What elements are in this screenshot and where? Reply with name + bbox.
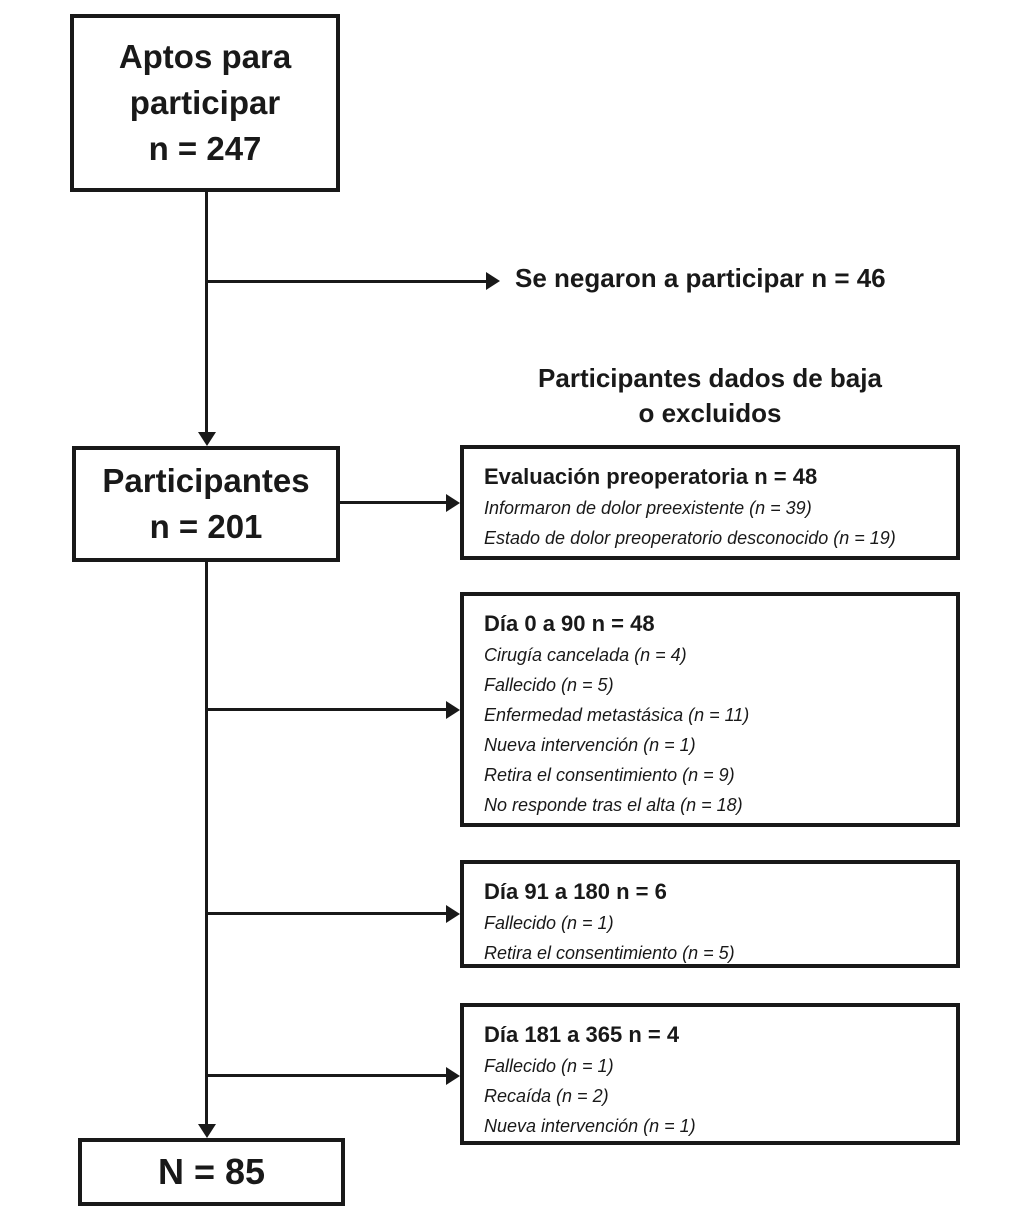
exclusion-item: Recaída (n = 2)	[484, 1086, 609, 1106]
exclusion-item: Enfermedad metastásica (n = 11)	[484, 705, 750, 725]
withdrawn-heading-line: o excluidos	[638, 398, 782, 428]
exclusion-box-title: Día 181 a 365 n = 4	[484, 1022, 680, 1047]
exclusion-box-preoperative: Evaluación preoperatoria n = 48 Informar…	[460, 445, 960, 560]
arrowhead-right-icon	[446, 1067, 460, 1085]
day181-365-connector	[205, 1074, 446, 1077]
arrowhead-down-icon	[198, 432, 216, 446]
exclusion-box-title: Día 0 a 90 n = 48	[484, 611, 655, 636]
exclusion-item: Fallecido (n = 1)	[484, 913, 614, 933]
day91-180-connector	[205, 912, 446, 915]
arrowhead-right-icon	[446, 701, 460, 719]
exclusion-box-day0-90: Día 0 a 90 n = 48 Cirugía cancelada (n =…	[460, 592, 960, 827]
arrowhead-right-icon	[446, 494, 460, 512]
exclusion-item: Fallecido (n = 5)	[484, 675, 614, 695]
refused-connector	[205, 280, 486, 283]
eligible-box: Aptos para participar n = 247	[70, 14, 340, 192]
exclusion-box-day181-365: Día 181 a 365 n = 4 Fallecido (n = 1) Re…	[460, 1003, 960, 1145]
exclusion-item: Nueva intervención (n = 1)	[484, 735, 696, 755]
exclusion-item: Cirugía cancelada (n = 4)	[484, 645, 687, 665]
exclusion-item: Nueva intervención (n = 1)	[484, 1116, 696, 1136]
spine-connector-top	[205, 192, 208, 432]
exclusion-item: Retira el consentimiento (n = 5)	[484, 943, 735, 963]
exclusion-item: Estado de dolor preoperatorio desconocid…	[484, 528, 896, 548]
exclusion-box-title: Evaluación preoperatoria n = 48	[484, 464, 818, 489]
withdrawn-heading-line: Participantes dados de baja	[538, 363, 882, 393]
eligible-box-line: participar	[129, 84, 281, 121]
withdrawn-heading: Participantes dados de baja o excluidos	[460, 361, 960, 431]
participants-to-preop-connector	[340, 501, 446, 504]
participants-box-line: n = 201	[149, 508, 263, 545]
participants-box-line: Participantes	[102, 462, 310, 499]
arrowhead-down-icon	[198, 1124, 216, 1138]
final-box: N = 85	[78, 1138, 345, 1206]
arrowhead-right-icon	[486, 272, 500, 290]
exclusion-item: No responde tras el alta (n = 18)	[484, 795, 743, 815]
exclusion-box-day91-180: Día 91 a 180 n = 6 Fallecido (n = 1) Ret…	[460, 860, 960, 968]
day0-90-connector	[205, 708, 446, 711]
spine-connector-bottom	[205, 562, 208, 1124]
exclusion-item: Fallecido (n = 1)	[484, 1056, 614, 1076]
arrowhead-right-icon	[446, 905, 460, 923]
eligible-box-line: Aptos para	[118, 38, 292, 75]
exclusion-item: Informaron de dolor preexistente (n = 39…	[484, 498, 812, 518]
final-box-label: N = 85	[157, 1151, 266, 1192]
exclusion-item: Retira el consentimiento (n = 9)	[484, 765, 735, 785]
refused-label: Se negaron a participar n = 46	[515, 263, 886, 293]
eligible-box-line: n = 247	[148, 130, 262, 167]
exclusion-box-title: Día 91 a 180 n = 6	[484, 879, 667, 904]
participants-box: Participantes n = 201	[72, 446, 340, 562]
